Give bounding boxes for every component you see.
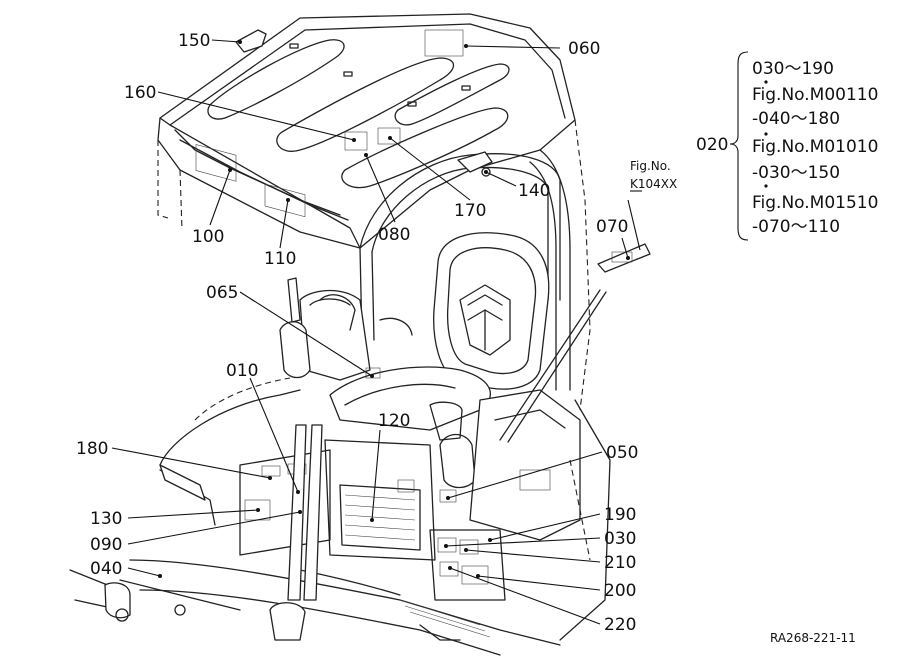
sidebar-line-2: Fig.No.M00110	[752, 85, 878, 105]
sidebar-line-7: -070～110	[752, 217, 840, 237]
label-090: 090	[90, 535, 122, 555]
sidebar-bullet-3	[764, 184, 768, 188]
label-150: 150	[178, 31, 210, 51]
fig-ref-line1: Fig.No.	[630, 159, 671, 173]
label-070: 070	[596, 217, 628, 237]
sidebar-bullet-1	[764, 80, 768, 84]
leader-lines	[111, 39, 641, 625]
drawing-code: RA268-221-11	[770, 631, 856, 645]
sidebar-line-1: 030～190	[752, 59, 834, 79]
sidebar-line-6: Fig.No.M01510	[752, 193, 878, 213]
sidebar-reference: 020 030～190 Fig.No.M00110 -040～180 Fig.N…	[696, 51, 878, 241]
operator-seat-drawing	[279, 232, 651, 541]
label-110: 110	[264, 249, 296, 269]
label-130: 130	[90, 509, 122, 529]
sidebar-main-label: 020	[696, 135, 728, 155]
canopy-roof-drawing	[157, 13, 591, 411]
label-080: 080	[378, 225, 410, 245]
part-number-labels: 150 060 160 100 110 080 170 140 070 065 …	[76, 31, 677, 635]
label-160: 160	[124, 83, 156, 103]
cab-body-drawing	[69, 294, 611, 656]
label-180: 180	[76, 439, 108, 459]
fig-ref-line2: K104XX	[630, 177, 677, 191]
label-170: 170	[454, 201, 486, 221]
label-030: 030	[604, 529, 636, 549]
label-140: 140	[518, 181, 550, 201]
sidebar-line-5: -030～150	[752, 163, 840, 183]
label-210: 210	[604, 553, 636, 573]
sidebar-bullet-2	[764, 132, 768, 136]
label-120: 120	[378, 411, 410, 431]
sidebar-line-4: Fig.No.M01010	[752, 137, 878, 157]
label-190: 190	[604, 505, 636, 525]
label-040: 040	[90, 559, 122, 579]
label-050: 050	[606, 443, 638, 463]
label-200: 200	[604, 581, 636, 601]
label-220: 220	[604, 615, 636, 635]
label-060: 060	[568, 39, 600, 59]
label-065: 065	[206, 283, 238, 303]
label-100: 100	[192, 227, 224, 247]
sidebar-line-3: -040～180	[752, 109, 840, 129]
label-010: 010	[226, 361, 258, 381]
